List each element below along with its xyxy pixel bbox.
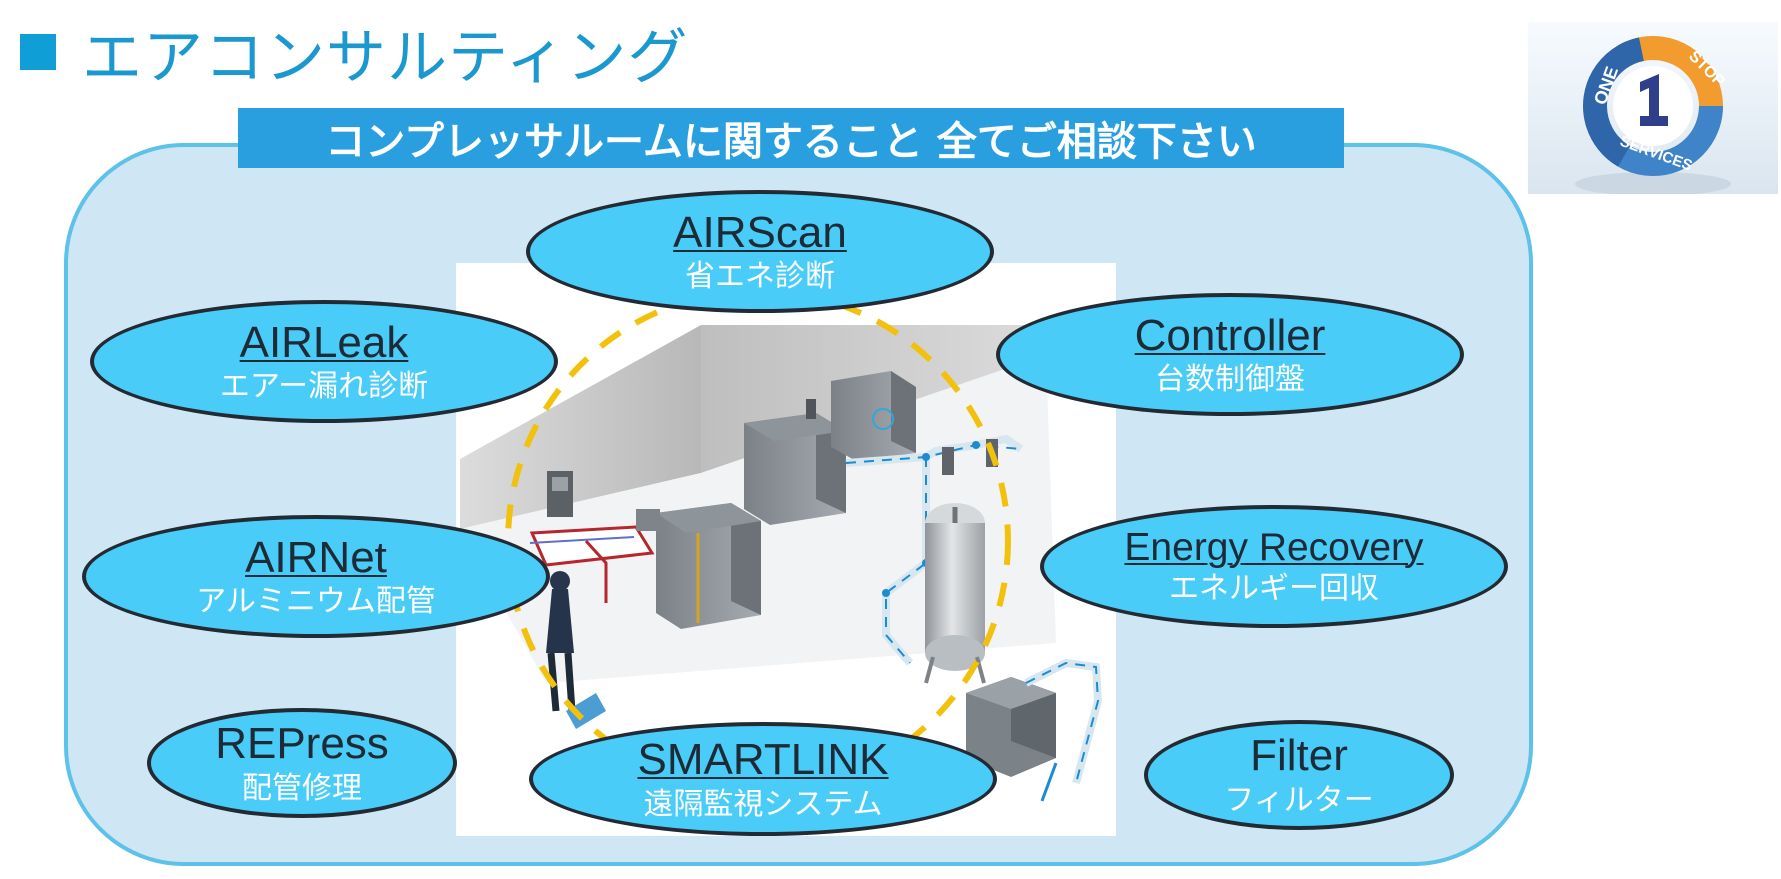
one-stop-services-badge: ONE STOP SERVICES bbox=[1528, 22, 1778, 194]
airleak-link[interactable]: AIRLeak bbox=[239, 317, 409, 367]
airscan-link[interactable]: AIRScan bbox=[673, 207, 847, 257]
smartlink-subtitle: 遠隔監視システム bbox=[643, 786, 883, 822]
repress-link[interactable]: REPress bbox=[215, 719, 389, 769]
service-oval-filter[interactable]: Filter フィルター bbox=[1144, 720, 1454, 830]
service-oval-energy-recovery[interactable]: Energy Recovery エネルギー回収 bbox=[1040, 505, 1508, 628]
repress-subtitle: 配管修理 bbox=[242, 770, 362, 806]
service-oval-smartlink[interactable]: SMARTLINK 遠隔監視システム bbox=[529, 722, 997, 836]
controller-link[interactable]: Controller bbox=[1134, 310, 1326, 360]
title-square-icon bbox=[20, 34, 56, 70]
page-header: エアコンサルティング bbox=[20, 12, 688, 93]
controller-subtitle: 台数制御盤 bbox=[1155, 362, 1305, 398]
service-oval-controller[interactable]: Controller 台数制御盤 bbox=[996, 293, 1464, 416]
filter-link[interactable]: Filter bbox=[1250, 731, 1348, 781]
service-oval-airnet[interactable]: AIRNet アルミニウム配管 bbox=[82, 515, 550, 638]
service-oval-airleak[interactable]: AIRLeak エアー漏れ診断 bbox=[90, 300, 558, 423]
service-oval-airscan[interactable]: AIRScan 省エネ診断 bbox=[526, 190, 994, 313]
airnet-subtitle: アルミニウム配管 bbox=[196, 584, 436, 620]
service-oval-repress[interactable]: REPress 配管修理 bbox=[147, 708, 457, 818]
page-title: エアコンサルティング bbox=[82, 22, 689, 93]
energy-recovery-subtitle: エネルギー回収 bbox=[1169, 571, 1379, 607]
airleak-subtitle: エアー漏れ診断 bbox=[219, 369, 429, 405]
airnet-link[interactable]: AIRNet bbox=[245, 532, 387, 582]
energy-recovery-link[interactable]: Energy Recovery bbox=[1124, 525, 1424, 569]
smartlink-link[interactable]: SMARTLINK bbox=[637, 735, 889, 785]
one-stop-services-icon: ONE STOP SERVICES bbox=[1528, 22, 1778, 194]
panel-banner: コンプレッサルームに関すること 全てご相談下さい bbox=[238, 108, 1344, 168]
filter-subtitle: フィルター bbox=[1224, 782, 1374, 818]
airscan-subtitle: 省エネ診断 bbox=[685, 259, 835, 295]
